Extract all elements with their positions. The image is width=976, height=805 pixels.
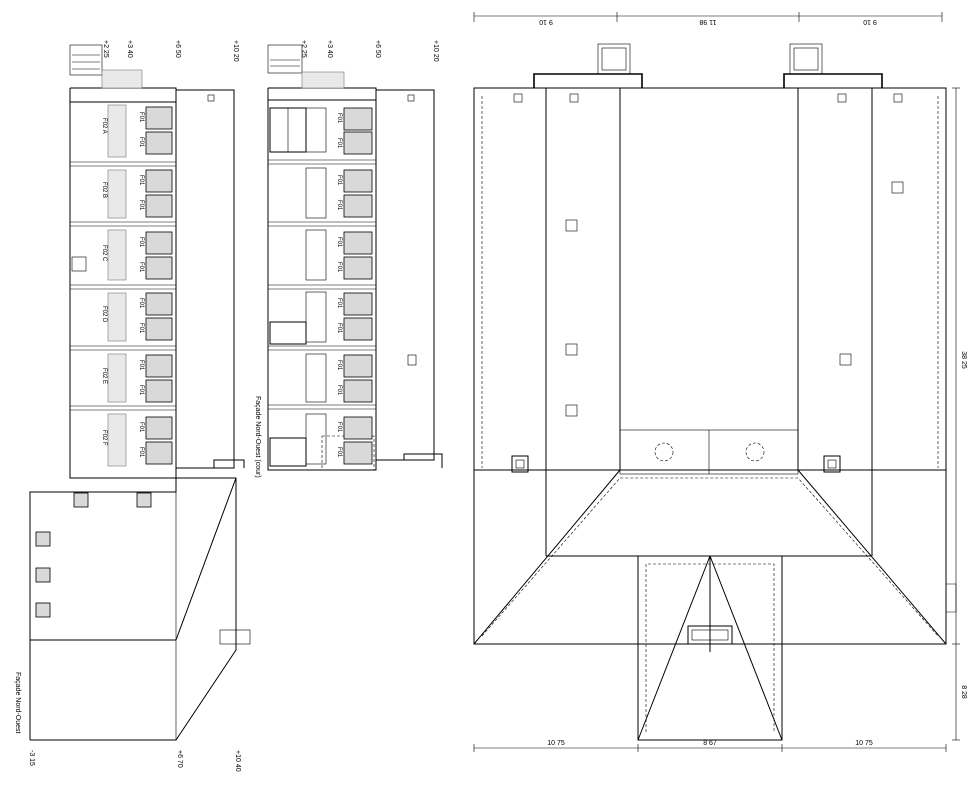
roof-plan	[473, 12, 960, 752]
window-label: F01	[336, 262, 342, 273]
left-level-2: +3 40	[126, 40, 133, 58]
left-elevation-title: Façade Nord-Ouest	[14, 672, 21, 734]
middle-elevation	[267, 44, 443, 471]
window-label: F01	[138, 175, 144, 186]
middle-elevation-title: Façade Nord-Ouest (cour)	[254, 396, 261, 478]
floor-label-a: F02 A	[101, 118, 107, 134]
right-dim-2: 8 28	[960, 685, 967, 699]
right-dim-1: 38 25	[960, 351, 967, 369]
floor-label-e: F02 E	[101, 368, 107, 384]
left-level-1: +2 25	[102, 40, 109, 58]
window-label: F01	[138, 298, 144, 309]
window-label: F01	[138, 200, 144, 211]
top-dim-1: 9 10	[539, 18, 553, 25]
window-label: F01	[336, 298, 342, 309]
window-label: F01	[138, 447, 144, 458]
left-window-labels: F01 F01 F01 F01 F01 F01 F01 F01 F01 F01 …	[138, 112, 144, 458]
bottom-dim-1: 10 75	[547, 740, 565, 747]
window-label: F01	[336, 237, 342, 248]
window-label: F01	[138, 112, 144, 123]
window-label: F01	[336, 323, 342, 334]
floor-label-f: F02 F	[101, 430, 107, 446]
window-label: F01	[138, 237, 144, 248]
window-label: F01	[138, 323, 144, 334]
left-level-4: +10 20	[232, 40, 239, 62]
window-label: F01	[138, 262, 144, 273]
window-label: F01	[336, 113, 342, 124]
middle-level-4: +10 20	[432, 40, 439, 62]
left-bottom-level-2: +6 70	[176, 750, 183, 768]
floor-label-d: F02 D	[101, 306, 107, 323]
window-label: F01	[336, 447, 342, 458]
middle-window-labels: F01 F01 F01 F01 F01 F01 F01 F01 F01 F01 …	[336, 113, 342, 458]
floor-label-c: F02 C	[101, 245, 107, 262]
left-bottom-level-3: +10 40	[234, 750, 241, 772]
bottom-dim-2: 8 67	[703, 740, 717, 747]
window-label: F01	[138, 385, 144, 396]
window-label: F01	[336, 385, 342, 396]
window-label: F01	[336, 422, 342, 433]
floor-label-b: F02 B	[101, 182, 107, 198]
left-bottom-level-1: -3 15	[28, 750, 35, 766]
window-label: F01	[336, 200, 342, 211]
window-label: F01	[336, 360, 342, 371]
middle-level-2: +3 40	[326, 40, 333, 58]
left-elevation	[29, 44, 251, 741]
top-dim-3: 9 10	[863, 18, 877, 25]
window-label: F01	[336, 175, 342, 186]
top-dim-2: 11 98	[699, 18, 716, 25]
window-label: F01	[138, 137, 144, 148]
middle-level-3: +6 50	[374, 40, 381, 58]
window-label: F01	[138, 422, 144, 433]
left-level-3: +6 50	[174, 40, 181, 58]
window-label: F01	[336, 138, 342, 149]
bottom-dim-3: 10 75	[855, 740, 873, 747]
middle-level-1: +2 25	[300, 40, 307, 58]
window-label: F01	[138, 360, 144, 371]
